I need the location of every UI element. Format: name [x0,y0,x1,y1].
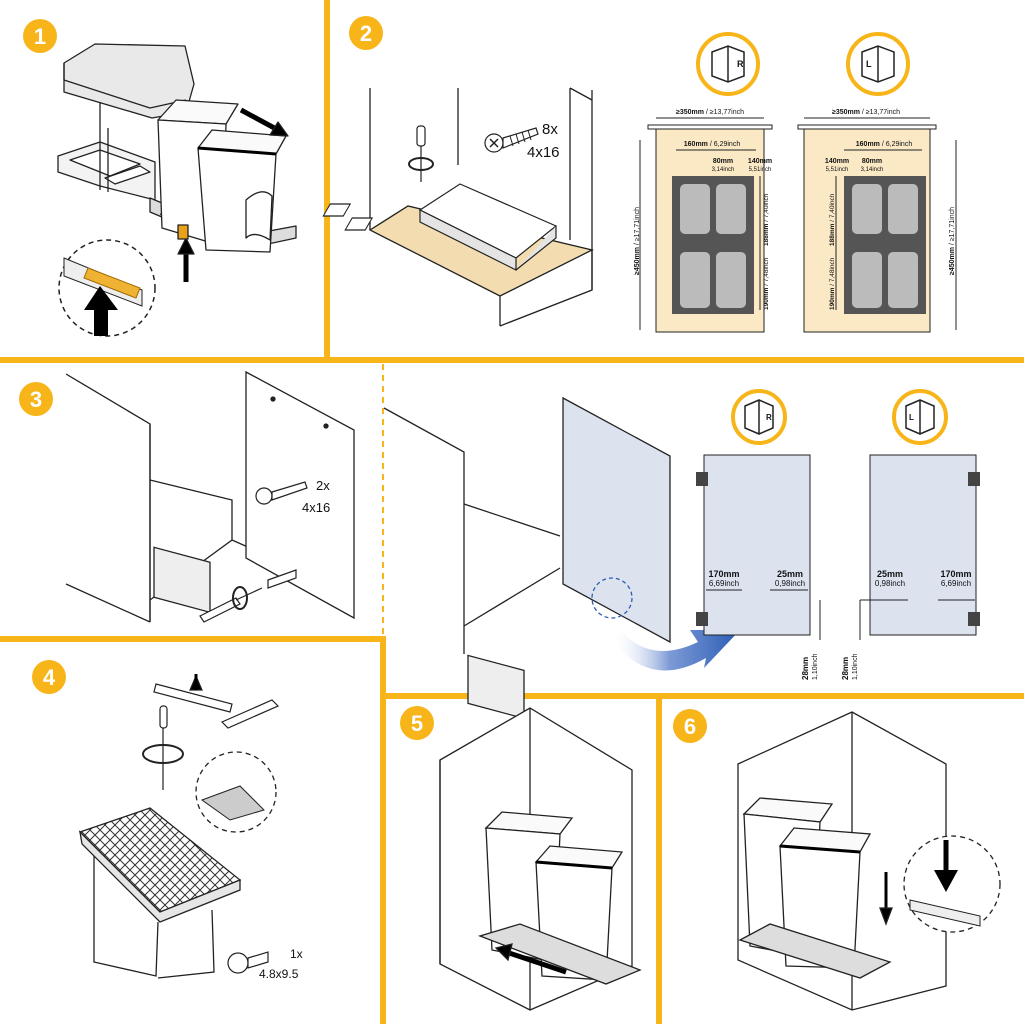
step3-cabinet [65,373,251,623]
door-left-offset-in: 6,69inch [941,579,971,588]
step3b-cabinet [383,407,561,720]
door-elevation-right [703,454,811,636]
push-arrow-icon [879,907,893,926]
plan-right-frame: 160mm / 6,29inch [684,141,741,148]
door-dimension-lines [706,589,975,640]
cabinet-right-hinge-icon: R [731,389,787,445]
step3b-detail-circle [591,577,633,619]
door-left-bottom-in: 1,10inch [852,653,859,680]
step6-detail-callout [903,835,1001,933]
step1-illustration [57,43,297,282]
divider-v3 [656,693,662,1024]
screw-icon [484,127,539,153]
door-right-offset-mm: 170mm [708,569,739,579]
step4-bracket [153,674,280,729]
lock-press-arrow-icon [934,870,958,892]
plan-left-frame: 160mm / 6,29inch [856,141,913,148]
step4-screw-size: 4.8x9.5 [259,967,299,981]
curved-arrow-icon [612,630,740,671]
step-badge-3: 3 [19,382,53,416]
plan-left-side-mm: 140mm [825,158,849,165]
plan-right-center-in: 3,14inch [712,167,735,173]
step3b-door [562,396,671,644]
screw-icon [255,481,308,505]
step-badge-2: 2 [349,16,383,50]
step-badge-6: 6 [673,709,707,743]
divider-v1 [324,0,330,360]
divider-h1 [0,357,1024,363]
step1-detail-callout [58,239,156,337]
lock-release-arrow-icon [84,286,118,336]
plan-right-center-mm: 80mm [713,158,733,165]
door-right-edge-in: 0,98inch [775,579,805,588]
plan-left-v2: 190mm / 7,48inch [829,257,836,310]
door-left-edge-mm: 25mm [877,569,903,579]
step4-lid [78,807,242,979]
svg-text:4: 4 [43,665,56,690]
pull-arrow-icon [269,121,289,137]
svg-text:3: 3 [30,387,42,412]
cabinet-right-hinge-icon: R [696,32,760,96]
screwdriver-icon [142,705,184,790]
svg-text:1: 1 [34,24,46,49]
svg-text:L: L [866,59,872,69]
step4-detail-callout [195,751,277,833]
svg-text:R: R [766,413,772,422]
plan-left-v1: 188mm / 7,40inch [829,193,836,246]
rotate-icon [408,157,434,171]
step6-illustration [737,711,947,1011]
plan-left-center-in: 3,14inch [861,167,884,173]
step2-screw-qty: 8x [542,121,558,138]
svg-text:6: 6 [684,714,696,739]
door-right-bottom-mm: 28mm [801,657,810,680]
step5-illustration [439,707,642,1011]
screw-icon [227,951,269,974]
step-badge-4: 4 [32,660,66,694]
step-badge-5: 5 [400,706,434,740]
step2-plan-right [639,117,773,333]
step-badge-1: 1 [23,19,57,53]
door-right-edge-mm: 25mm [777,569,803,579]
plan-left-width: ≥350mm / ≥13,77inch [832,109,900,116]
step2-screw-size: 4x16 [527,144,560,161]
svg-text:5: 5 [411,711,423,736]
svg-text:L: L [909,413,914,422]
svg-text:2: 2 [360,21,372,46]
step3-screw-size: 4x16 [302,500,330,515]
cabinet-left-hinge-icon: L [892,389,948,445]
cabinet-left-hinge-icon: L [846,32,910,96]
step2-frame [322,183,558,271]
divider-h3 [384,693,1024,699]
push-arrow-icon [494,943,513,962]
plan-right-v1: 188mm / 7,40inch [763,193,770,246]
plan-right-side-mm: 140mm [748,158,772,165]
plan-left-height: ≥450mm / ≥17,71inch [949,207,956,275]
door-elevation-left [869,454,977,636]
door-left-bottom-mm: 28mm [841,657,850,680]
plan-right-side-in: 5,51inch [749,167,772,173]
step3-screw-qty: 2x [316,478,330,493]
svg-text:R: R [737,59,744,69]
door-right-bottom-in: 1,10inch [812,653,819,680]
plan-right-width: ≥350mm / ≥13,77inch [676,109,744,116]
door-left-offset-mm: 170mm [940,569,971,579]
door-left-edge-in: 0,98inch [875,579,905,588]
step2-plan-left [797,117,957,333]
hinge-marks [696,472,980,626]
plan-right-v2: 190mm / 7,48inch [763,257,770,310]
push-arrow-icon [177,237,195,255]
divider-v2 [380,636,386,1024]
step4-screw-qty: 1x [290,947,303,961]
step3-door-panel [245,370,355,620]
plan-right-height: ≥450mm / ≥17,71inch [634,207,641,275]
screwdriver-icon [199,569,297,623]
divider-h2 [0,636,384,642]
door-right-offset-in: 6,69inch [709,579,739,588]
plan-left-side-in: 5,51inch [826,167,849,173]
step2-screwdriver [408,125,434,182]
plan-left-center-mm: 80mm [862,158,882,165]
